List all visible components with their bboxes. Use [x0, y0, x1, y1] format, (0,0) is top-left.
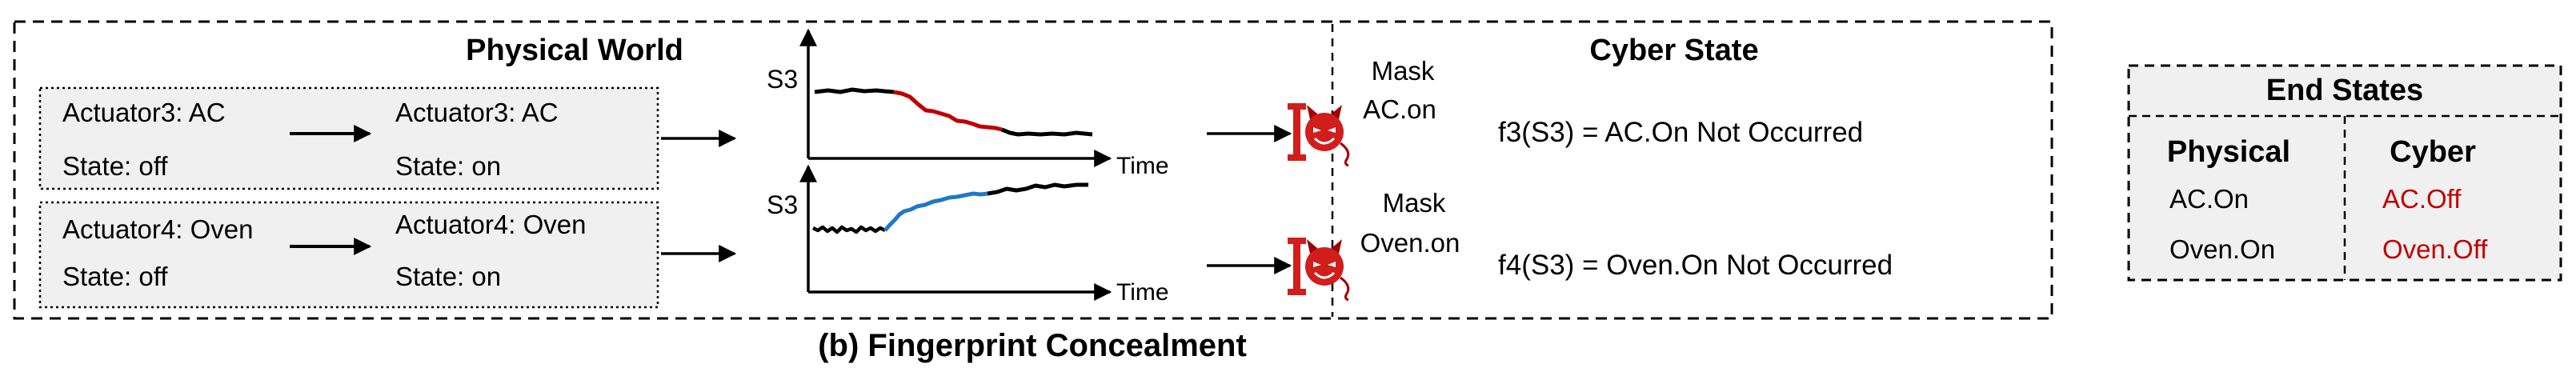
- actuator3-after-label: Actuator3: AC: [395, 98, 559, 127]
- plot2-signal-masked: [883, 191, 988, 232]
- plot1-signal-after: [1001, 127, 1093, 137]
- plot2-xlabel: Time: [1116, 279, 1169, 306]
- attacker-ac: Mask AC.on: [1288, 56, 1436, 167]
- plot1-ylabel: S3: [767, 65, 798, 94]
- actuator4-after-state: State: on: [395, 262, 501, 291]
- cyber-result-ac: f3(S3) = AC.On Not Occurred: [1498, 117, 1863, 148]
- actuator4-before-state: State: off: [62, 262, 168, 291]
- s3-plot-ac: S3 Time: [767, 28, 1169, 179]
- physical-column-header: Physical: [2167, 135, 2290, 169]
- actuator3-before-state: State: off: [62, 151, 168, 181]
- cyber-result-oven: f4(S3) = Oven.On Not Occurred: [1498, 250, 1893, 281]
- physical-end-ac: AC.On: [2169, 184, 2249, 214]
- s3-plot-oven: S3 Time: [767, 164, 1169, 306]
- attacker1-line1: Mask: [1372, 56, 1435, 86]
- plot1-signal-masked: [893, 90, 1003, 132]
- cyber-end-oven: Oven.Off: [2382, 234, 2488, 264]
- end-states-title: End States: [2266, 74, 2423, 107]
- plot1-xlabel: Time: [1116, 153, 1169, 179]
- plot2-ylabel: S3: [767, 190, 798, 219]
- attacker2-line2: Oven.on: [1360, 228, 1460, 258]
- cyber-end-ac: AC.Off: [2382, 184, 2462, 214]
- physical-end-oven: Oven.On: [2169, 234, 2275, 264]
- actuator3-after-state: State: on: [395, 151, 501, 181]
- figure-caption: (b) Fingerprint Concealment: [818, 328, 1247, 363]
- devil-face-icon: [1288, 238, 1350, 302]
- attacker2-line1: Mask: [1383, 188, 1446, 218]
- actuator3-before-label: Actuator3: AC: [62, 98, 226, 127]
- cyber-column-header: Cyber: [2390, 135, 2476, 169]
- actuator4-after-label: Actuator4: Oven: [395, 210, 586, 239]
- actuator4-before-label: Actuator4: Oven: [62, 214, 253, 244]
- actuator3-box: [38, 86, 659, 190]
- main-frame: [13, 20, 2053, 320]
- physical-world-title: Physical World: [466, 34, 683, 67]
- cyber-state-title: Cyber State: [1589, 34, 1758, 67]
- attacker1-line2: AC.on: [1363, 94, 1436, 124]
- plot1-signal-before: [814, 87, 895, 94]
- plot2-signal-before: [811, 225, 887, 234]
- actuator4-box: [38, 201, 659, 309]
- plot2-signal-after: [987, 182, 1088, 196]
- devil-face-icon: [1288, 103, 1350, 167]
- end-states-table: End States Physical Cyber AC.On Oven.On …: [2127, 64, 2562, 282]
- attacker-oven: Mask Oven.on: [1288, 188, 1460, 302]
